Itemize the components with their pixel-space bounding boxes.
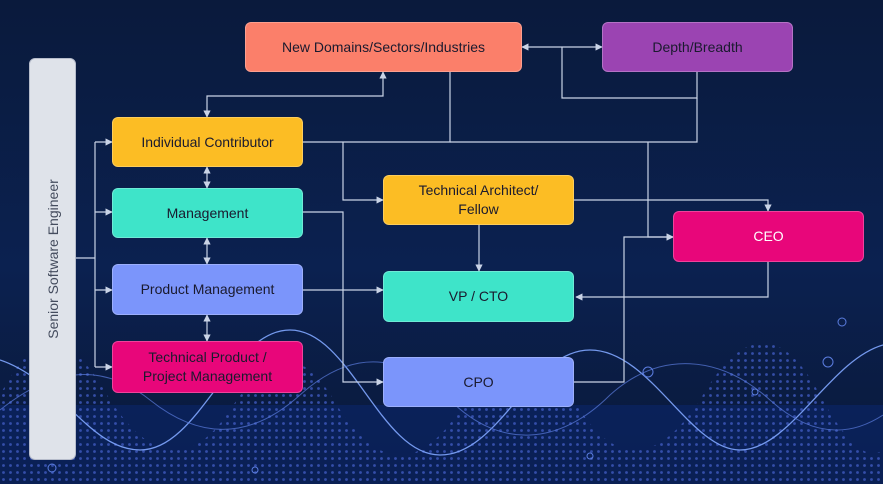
technical-architect-label: Technical Architect/ Fellow [418,182,539,217]
product-management-node: Product Management [112,264,303,315]
individual-contributor-node: Individual Contributor [112,117,303,167]
technical-architect-node: Technical Architect/ Fellow [383,175,574,225]
new-domains-node: New Domains/Sectors/Industries [245,22,522,72]
management-node: Management [112,188,303,238]
vp-cto-node: VP / CTO [383,271,574,322]
product-management-label: Product Management [140,281,275,297]
technical-product-label: Technical Product / Project Management [142,349,273,384]
vp-cto-label: VP / CTO [448,288,509,304]
management-label: Management [166,204,249,221]
cpo-label: CPO [463,373,494,390]
senior-software-engineer-label: Senior Software Engineer [44,179,61,339]
ceo-label: CEO [753,228,784,244]
depth-breadth-node: Depth/Breadth [602,22,793,72]
senior-software-engineer-box: Senior Software Engineer [29,58,76,460]
depth-breadth-label: Depth/Breadth [652,38,743,55]
cpo-node: CPO [383,357,574,407]
ceo-node: CEO [673,211,864,262]
technical-product-node: Technical Product / Project Management [112,341,303,393]
individual-contributor-label: Individual Contributor [141,133,274,150]
new-domains-label: New Domains/Sectors/Industries [281,38,486,55]
